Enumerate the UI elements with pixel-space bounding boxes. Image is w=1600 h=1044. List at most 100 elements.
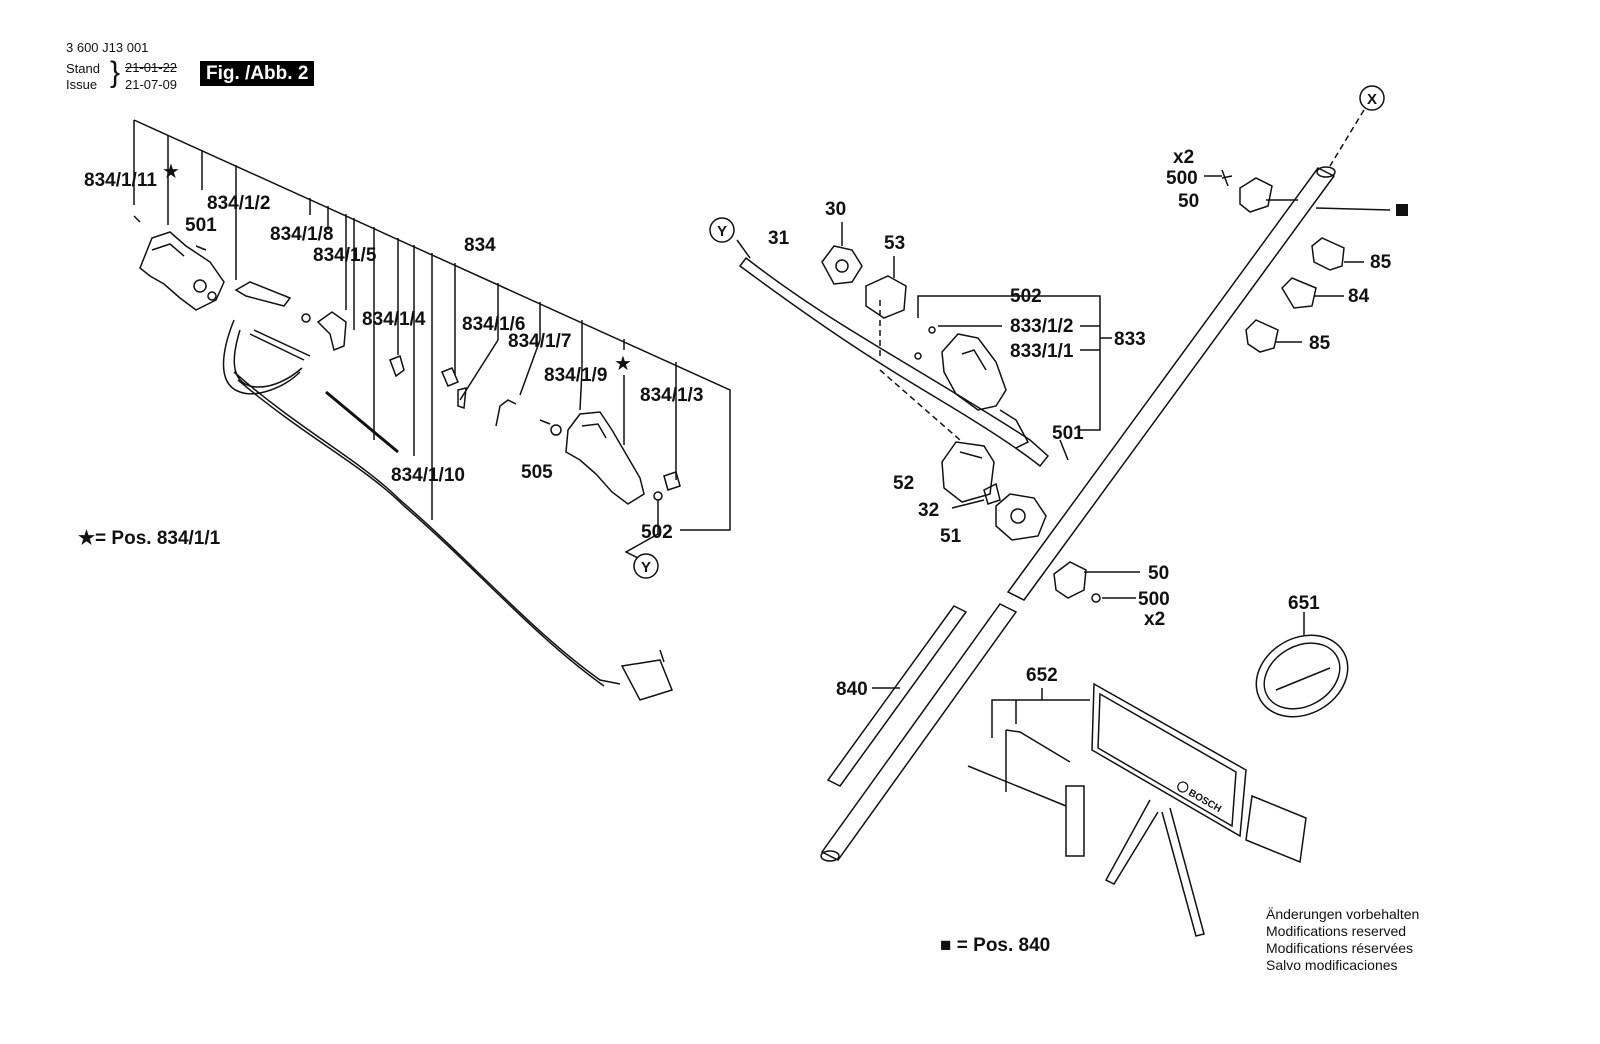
clip-834-1-6 xyxy=(441,367,467,410)
note-line-es: Salvo modificaciones xyxy=(1266,957,1398,973)
label-85-top: 85 xyxy=(1370,252,1392,273)
label-51: 51 xyxy=(940,526,962,547)
star-icon-top: ★ xyxy=(162,161,180,183)
stand-date: 21-01-22 xyxy=(125,60,178,75)
grip-833-1-1 xyxy=(914,326,1007,411)
trigger-834-1-5 xyxy=(301,311,347,352)
label-834-1-8: 834/1/8 xyxy=(270,224,334,245)
clip-85-bottom xyxy=(1245,319,1302,353)
clamp-53 xyxy=(865,256,907,319)
label-31: 31 xyxy=(768,228,790,249)
label-x2-top: x2 xyxy=(1173,147,1195,168)
knob-50-top xyxy=(1204,169,1298,213)
stand-label: Stand xyxy=(66,61,100,76)
doc-number: 3 600 J13 001 xyxy=(66,40,149,55)
label-x2-bottom: x2 xyxy=(1144,609,1166,630)
shaft-tube xyxy=(820,166,1336,862)
switch-housing-right xyxy=(539,411,681,505)
figure-label: Fig. /Abb. 2 xyxy=(200,61,315,86)
label-652: 652 xyxy=(1026,665,1058,686)
issue-date: 21-07-09 xyxy=(125,77,178,92)
label-501-right: 501 xyxy=(1052,423,1084,444)
handle-tube-31 xyxy=(738,256,1050,468)
spring-834-1-7 xyxy=(495,399,517,427)
star-legend: ★= Pos. 834/1/1 xyxy=(78,529,220,548)
square-legend: ■ = Pos. 840 xyxy=(940,936,1050,955)
shaft-840 xyxy=(826,605,968,787)
knob-30 xyxy=(821,222,863,285)
marker-y-mid-label: Y xyxy=(717,223,727,240)
label-505: 505 xyxy=(521,462,553,483)
issue-label: Issue xyxy=(66,77,98,92)
label-651: 651 xyxy=(1288,593,1320,614)
spring-32 xyxy=(951,482,1001,509)
star-legend-icon: ★ xyxy=(78,528,96,549)
label-50-bottom: 50 xyxy=(1148,563,1170,584)
square-legend-text: = Pos. 840 xyxy=(956,935,1051,956)
label-500-top: 500 xyxy=(1166,168,1198,189)
tool-kit-652 xyxy=(967,688,1090,857)
cable-834-1-10 xyxy=(233,371,673,701)
label-834-1-11: 834/1/11 xyxy=(84,170,157,191)
square-legend-icon: ■ xyxy=(940,935,952,956)
label-501-left: 501 xyxy=(185,215,217,236)
note-line-de: Änderungen vorbehalten xyxy=(1266,906,1420,922)
square-icon-shaft xyxy=(1396,204,1408,216)
label-834-1-4: 834/1/4 xyxy=(362,309,426,330)
label-834-1-3: 834/1/3 xyxy=(640,385,704,406)
bosch-logo-text: BOSCH xyxy=(1186,788,1223,816)
label-53: 53 xyxy=(884,233,906,254)
clamp-52 xyxy=(941,441,995,503)
label-833: 833 xyxy=(1114,329,1146,350)
note-line-en: Modifications reserved xyxy=(1266,923,1407,939)
label-32: 32 xyxy=(918,500,940,521)
clip-85-top xyxy=(1311,237,1364,271)
callout-frame-left xyxy=(133,119,731,531)
marker-x: X xyxy=(1359,85,1385,111)
label-834-1-6: 834/1/6 xyxy=(462,314,526,335)
bracket-834-1-2 xyxy=(234,281,292,307)
label-52: 52 xyxy=(893,473,915,494)
label-840: 840 xyxy=(836,679,868,700)
label-502-left: 502 xyxy=(641,522,673,543)
label-834-1-7: 834/1/7 xyxy=(508,331,572,352)
modifications-note: Änderungen vorbehalten Modifications res… xyxy=(1266,906,1419,974)
star-legend-text: = Pos. 834/1/1 xyxy=(95,528,221,549)
knob-51 xyxy=(995,493,1047,541)
assembly-dash-1 xyxy=(879,369,961,441)
label-834-1-10: 834/1/10 xyxy=(391,465,465,486)
guard-651 xyxy=(1255,612,1349,718)
label-834-1-9: 834/1/9 xyxy=(544,365,608,386)
marker-x-label: X xyxy=(1367,91,1377,108)
y-leader-left xyxy=(624,500,659,561)
label-834-1-2: 834/1/2 xyxy=(207,193,271,214)
label-834: 834 xyxy=(464,235,496,256)
manual-bosch xyxy=(1091,682,1307,937)
clip-84 xyxy=(1281,277,1344,309)
marker-y-mid: Y xyxy=(709,217,735,243)
label-84: 84 xyxy=(1348,286,1370,307)
label-50-top: 50 xyxy=(1178,191,1200,212)
switch-housing-left xyxy=(133,215,225,311)
callout-frame-833 xyxy=(917,295,1112,461)
knob-50-bottom xyxy=(1053,561,1140,603)
header-brace: } xyxy=(110,56,121,89)
x-leader xyxy=(1329,109,1365,167)
clip-834-1-4 xyxy=(389,354,405,378)
label-85-bottom: 85 xyxy=(1309,333,1331,354)
star-icon-right: ★ xyxy=(614,353,632,375)
label-502-right: 502 xyxy=(1010,286,1042,307)
y-leader-mid xyxy=(736,239,751,259)
label-833-1-2: 833/1/2 xyxy=(1010,316,1074,337)
wire-loop xyxy=(222,319,311,395)
label-30: 30 xyxy=(825,199,847,220)
marker-y-left-label: Y xyxy=(641,559,651,576)
square-leader xyxy=(1315,207,1391,211)
note-line-fr: Modifications réservées xyxy=(1266,940,1414,956)
marker-y-left: Y xyxy=(633,553,659,579)
label-833-1-1: 833/1/1 xyxy=(1010,341,1074,362)
label-500-bottom: 500 xyxy=(1138,589,1170,610)
label-834-1-5: 834/1/5 xyxy=(313,245,377,266)
